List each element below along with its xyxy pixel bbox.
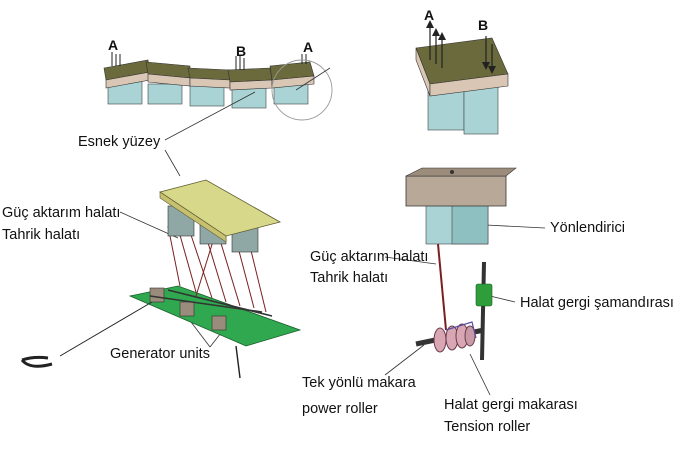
- surface-segment-3: [187, 67, 231, 107]
- label-tension-roller-tr: Halat gergi makarası: [444, 397, 578, 413]
- force-arrows-left: [111, 52, 307, 70]
- label-flexible-surface: Esnek yüzey: [78, 134, 161, 150]
- label-tension-roller-en: Tension roller: [444, 419, 531, 435]
- label-power-roller: power roller: [302, 401, 378, 417]
- label-power-cable-right: Güç aktarım halatı: [310, 249, 429, 265]
- float-detail-top: [415, 20, 509, 135]
- label-drive-cable: Tahrik halatı: [2, 227, 81, 243]
- surface-segment-1: [103, 59, 151, 105]
- guide-assembly: [405, 167, 517, 361]
- detail-circle: [271, 59, 333, 121]
- label-oneway-roller: Tek yönlü makara: [302, 375, 416, 391]
- deck-assembly: [20, 179, 302, 379]
- flexible-surface-chain: [103, 52, 333, 121]
- surface-segment-2: [145, 61, 191, 105]
- surface-segment-5: [269, 61, 315, 105]
- label-generator-units: Generator units: [110, 346, 210, 362]
- marker-b-detail: B: [478, 17, 489, 33]
- marker-a-detail: A: [424, 7, 435, 23]
- marker-b-left: B: [236, 43, 247, 59]
- label-drive-cable-right: Tahrik halatı: [310, 270, 389, 286]
- generator-units: [149, 287, 227, 331]
- marker-a-left: A: [108, 37, 119, 53]
- rollers: [433, 323, 476, 353]
- tension-float-body: [475, 283, 493, 307]
- marker-a-right: A: [303, 39, 314, 55]
- surface-segment-4: [227, 67, 273, 109]
- label-tension-float: Halat gergi şamandırası: [520, 295, 674, 311]
- label-guide: Yönlendirici: [550, 220, 625, 236]
- label-power-cable: Güç aktarım halatı: [2, 205, 121, 221]
